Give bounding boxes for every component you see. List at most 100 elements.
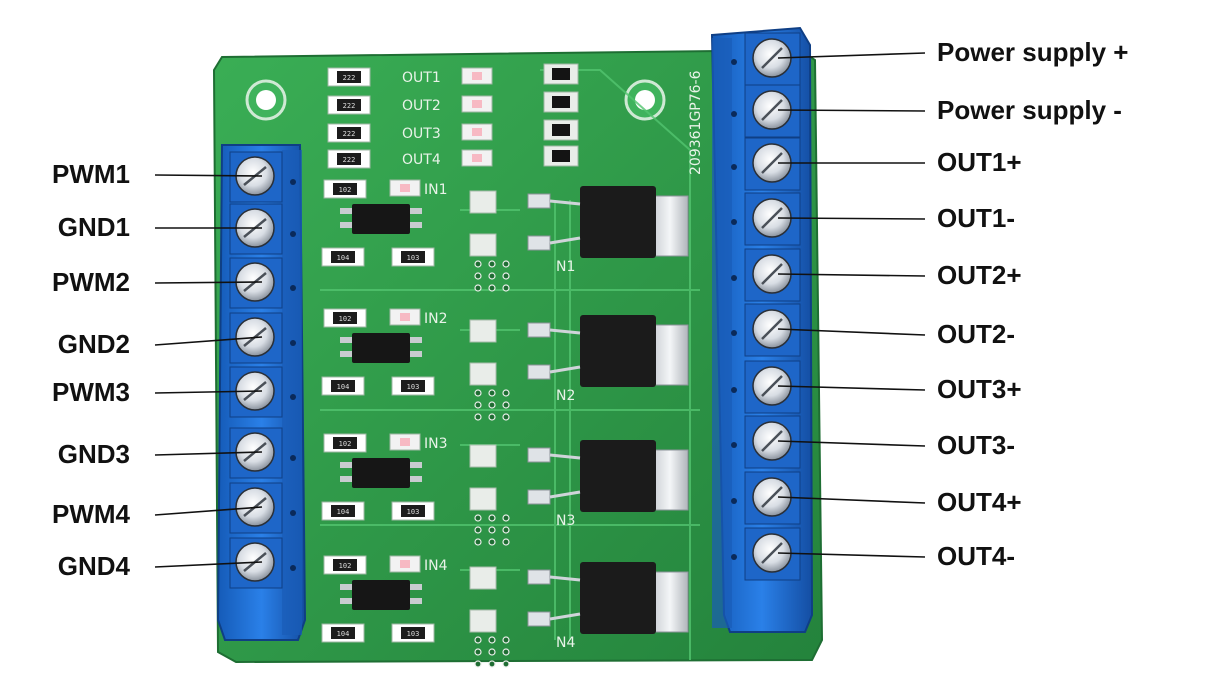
resistor-code: 222 bbox=[343, 102, 356, 110]
leader-line bbox=[154, 281, 263, 284]
mosfet-label: N4 bbox=[556, 635, 575, 651]
resistor-code: 102 bbox=[339, 562, 352, 570]
resistor-code: 102 bbox=[339, 315, 352, 323]
smd-resistor: 102 bbox=[323, 433, 367, 453]
test-pad-grid bbox=[469, 190, 510, 292]
mounting-hole-icon bbox=[624, 79, 666, 121]
leader-line bbox=[777, 217, 926, 220]
leader-line bbox=[777, 385, 926, 391]
terminal-label-gnd2: GND2 bbox=[57, 329, 130, 359]
smd-resistor: 222 bbox=[327, 95, 371, 115]
mounting-hole-icon bbox=[245, 79, 287, 121]
transistor-icon bbox=[543, 145, 579, 167]
test-pad-grid bbox=[469, 444, 510, 546]
smd-resistor: 222 bbox=[327, 149, 371, 169]
resistor-code: 104 bbox=[337, 383, 350, 391]
transistor-icon bbox=[543, 119, 579, 141]
leader-line bbox=[777, 440, 926, 447]
terminal-label-gnd4: GND4 bbox=[57, 551, 130, 581]
out-led-label: OUT3 bbox=[402, 126, 441, 142]
leader-line bbox=[777, 109, 926, 112]
resistor-code: 102 bbox=[339, 186, 352, 194]
smd-resistor: 104 bbox=[321, 376, 365, 396]
mosfet-chip bbox=[527, 315, 689, 387]
transistor-icon bbox=[543, 63, 579, 85]
terminal-label-out3: OUT3- bbox=[937, 430, 1015, 460]
mosfet-chip bbox=[527, 186, 689, 258]
mosfet-label: N1 bbox=[556, 259, 575, 275]
resistor-code: 102 bbox=[339, 440, 352, 448]
transistor-icon bbox=[543, 91, 579, 113]
resistor-code: 104 bbox=[337, 508, 350, 516]
leader-line bbox=[777, 328, 926, 336]
optocoupler-chip bbox=[340, 204, 422, 234]
led-icon bbox=[389, 555, 421, 573]
resistor-code: 103 bbox=[407, 630, 420, 638]
terminal-label-pwm1: PWM1 bbox=[52, 159, 130, 189]
terminal-label-pwm3: PWM3 bbox=[52, 377, 130, 407]
terminal-screw-icon bbox=[731, 84, 801, 138]
led-icon bbox=[461, 123, 493, 141]
mosfet-chip bbox=[527, 562, 689, 634]
optocoupler-chip bbox=[340, 333, 422, 363]
terminal-label-out2: OUT2- bbox=[937, 319, 1015, 349]
test-pad-grid bbox=[469, 319, 510, 421]
resistor-code: 103 bbox=[407, 254, 420, 262]
optocoupler-chip bbox=[340, 580, 422, 610]
terminal-label-out2: OUT2+ bbox=[937, 260, 1022, 290]
leader-line bbox=[154, 506, 263, 516]
led-icon bbox=[461, 67, 493, 85]
resistor-code: 103 bbox=[407, 508, 420, 516]
terminal-label-out3: OUT3+ bbox=[937, 374, 1022, 404]
resistor-code: 222 bbox=[343, 74, 356, 82]
terminal-label-pwm2: PWM2 bbox=[52, 267, 130, 297]
leader-line bbox=[154, 451, 263, 456]
resistor-code: 222 bbox=[343, 130, 356, 138]
smd-resistor: 104 bbox=[321, 247, 365, 267]
board-code: 209361GP76-6 bbox=[688, 70, 704, 175]
terminal-screw-icon bbox=[731, 248, 801, 302]
terminal-label-pwm4: PWM4 bbox=[52, 499, 130, 529]
out-led-label: OUT2 bbox=[402, 98, 441, 114]
leader-line bbox=[777, 52, 926, 59]
optocoupler-chip bbox=[340, 458, 422, 488]
smd-resistor: 103 bbox=[391, 501, 435, 521]
smd-resistor: 222 bbox=[327, 67, 371, 87]
leader-line bbox=[777, 496, 926, 504]
leader-line bbox=[154, 561, 263, 568]
led-icon bbox=[389, 308, 421, 326]
smd-resistor: 103 bbox=[391, 247, 435, 267]
smd-resistor: 104 bbox=[321, 501, 365, 521]
led-icon bbox=[461, 95, 493, 113]
smd-resistor: 103 bbox=[391, 623, 435, 643]
led-icon bbox=[389, 433, 421, 451]
in-led-label: IN4 bbox=[424, 558, 448, 574]
leader-line bbox=[777, 273, 926, 277]
resistor-code: 104 bbox=[337, 254, 350, 262]
smd-resistor: 102 bbox=[323, 179, 367, 199]
terminal-screw-icon bbox=[731, 137, 801, 191]
smd-resistor: 104 bbox=[321, 623, 365, 643]
smd-resistor: 102 bbox=[323, 308, 367, 328]
led-icon bbox=[461, 149, 493, 167]
terminal-screw-icon bbox=[731, 32, 801, 86]
leader-line bbox=[777, 552, 926, 558]
mosfet-label: N3 bbox=[556, 513, 575, 529]
leader-line bbox=[154, 174, 263, 177]
terminal-label-out1: OUT1+ bbox=[937, 147, 1022, 177]
smd-resistor: 102 bbox=[323, 555, 367, 575]
in-led-label: IN3 bbox=[424, 436, 448, 452]
smd-resistor: 222 bbox=[327, 123, 371, 143]
smd-resistor: 103 bbox=[391, 376, 435, 396]
terminal-label-gnd3: GND3 bbox=[57, 439, 130, 469]
leader-line bbox=[154, 390, 263, 394]
terminal-label-power-supply: Power supply + bbox=[937, 37, 1129, 67]
terminal-label-out1: OUT1- bbox=[937, 203, 1015, 233]
resistor-code: 103 bbox=[407, 383, 420, 391]
terminal-label-power-supply: Power supply - bbox=[937, 95, 1122, 125]
